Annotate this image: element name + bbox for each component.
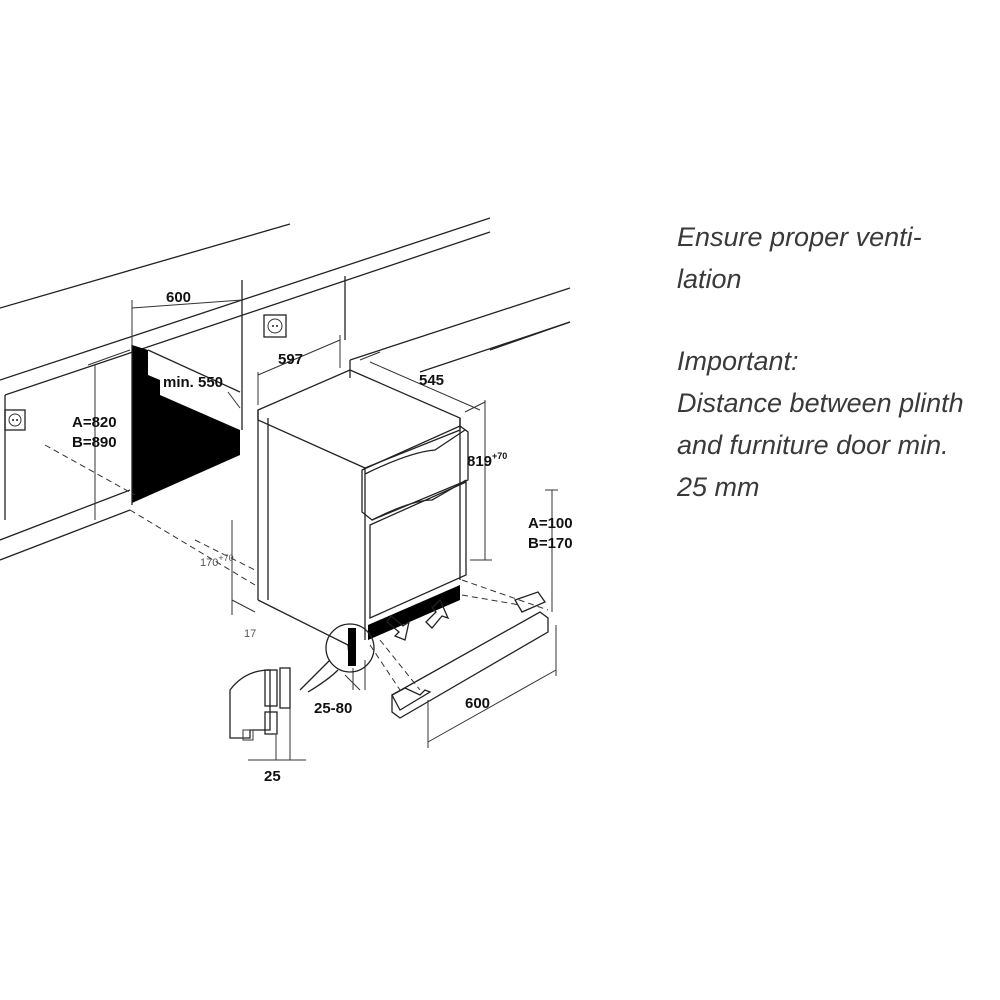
gap-range-label: 25-80	[314, 700, 352, 717]
plinth-panel	[369, 579, 549, 719]
appliance-height-label: 819+70	[467, 451, 507, 470]
floor-guides	[44, 444, 256, 586]
appliance-width-dimension: 597	[257, 335, 341, 405]
important-note: Important: Distance between plinth and f…	[677, 340, 964, 508]
detail-gap-label: 25	[264, 768, 281, 785]
wall-socket-icon	[263, 314, 287, 338]
note-line: and furniture door min.	[677, 430, 949, 460]
appliance-depth-dimension: 545	[359, 351, 486, 413]
offset-dimension: 170+70 17	[200, 520, 256, 640]
note-line: Distance between plinth	[677, 388, 964, 418]
note-line: Ensure proper venti-	[677, 222, 922, 252]
plinth-length-dimension: 600	[427, 625, 557, 748]
appliance-width-label: 597	[278, 351, 303, 368]
niche-height-a-label: A=820	[72, 414, 117, 431]
niche-depth-label: min. 550	[163, 374, 223, 391]
note-line: Important:	[677, 346, 799, 376]
appliance-body	[257, 369, 469, 666]
niche-height-b-label: B=890	[72, 434, 117, 451]
wall-socket-icon	[4, 409, 26, 431]
detail-callout	[299, 623, 375, 693]
niche-height-dimension: A=820 B=890	[72, 349, 131, 520]
note-line: lation	[677, 264, 742, 294]
appliance-depth-label: 545	[419, 372, 444, 389]
plinth-b-label: B=170	[528, 535, 573, 552]
kitchen-worktop	[0, 217, 571, 561]
plinth-a-label: A=100	[528, 515, 573, 532]
offset-17-label: 17	[244, 628, 256, 640]
niche-depth-dimension: min. 550	[163, 374, 241, 409]
offset-height-label: 170+70	[200, 553, 234, 569]
ventilation-note: Ensure proper venti- lation	[677, 216, 922, 300]
plinth-length-label: 600	[465, 695, 490, 712]
plinth-height-dimension: A=100 B=170	[528, 489, 573, 612]
detail-section: 25	[229, 667, 306, 785]
cabinet-niche	[131, 345, 241, 505]
appliance-height-dimension: 819+70	[467, 400, 507, 561]
niche-width-dimension: 600	[131, 289, 243, 345]
note-line: 25 mm	[677, 472, 760, 502]
niche-width-label: 600	[166, 289, 191, 306]
airflow-arrow-icon	[386, 598, 450, 641]
